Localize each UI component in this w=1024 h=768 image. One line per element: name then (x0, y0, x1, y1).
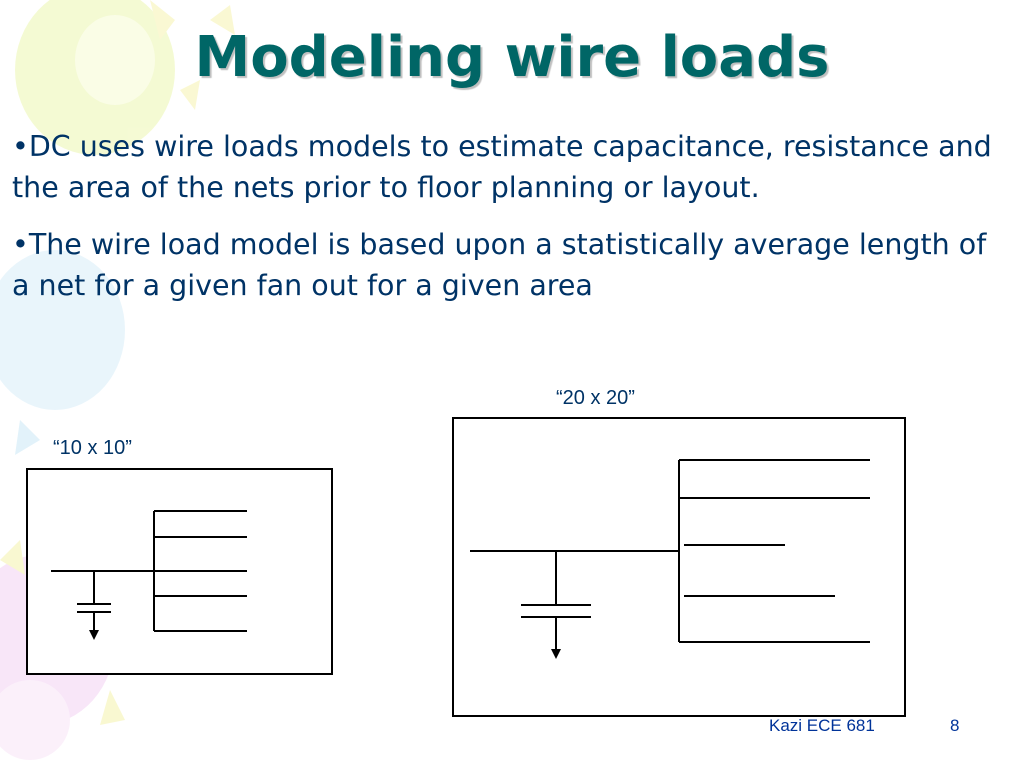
small-wire-load-diagram (26, 468, 333, 675)
bullet-text: DC uses wire loads models to estimate ca… (12, 130, 992, 204)
large-diagram-label: “20 x 20” (556, 387, 635, 409)
bullet-marker: • (12, 130, 29, 163)
bullet-item: •The wire load model is based upon a sta… (12, 224, 992, 306)
bullet-list: •DC uses wire loads models to estimate c… (12, 126, 992, 322)
bullet-marker: • (12, 228, 29, 261)
bullet-item: •DC uses wire loads models to estimate c… (12, 126, 992, 208)
footer-page-number: 8 (950, 716, 960, 735)
bullet-text: The wire load model is based upon a stat… (12, 228, 987, 302)
small-diagram-label: “10 x 10” (53, 437, 132, 459)
slide-title: Modeling wire loads (194, 25, 830, 90)
footer-author: Kazi ECE 681 (769, 716, 875, 735)
large-wire-load-diagram (452, 417, 906, 717)
